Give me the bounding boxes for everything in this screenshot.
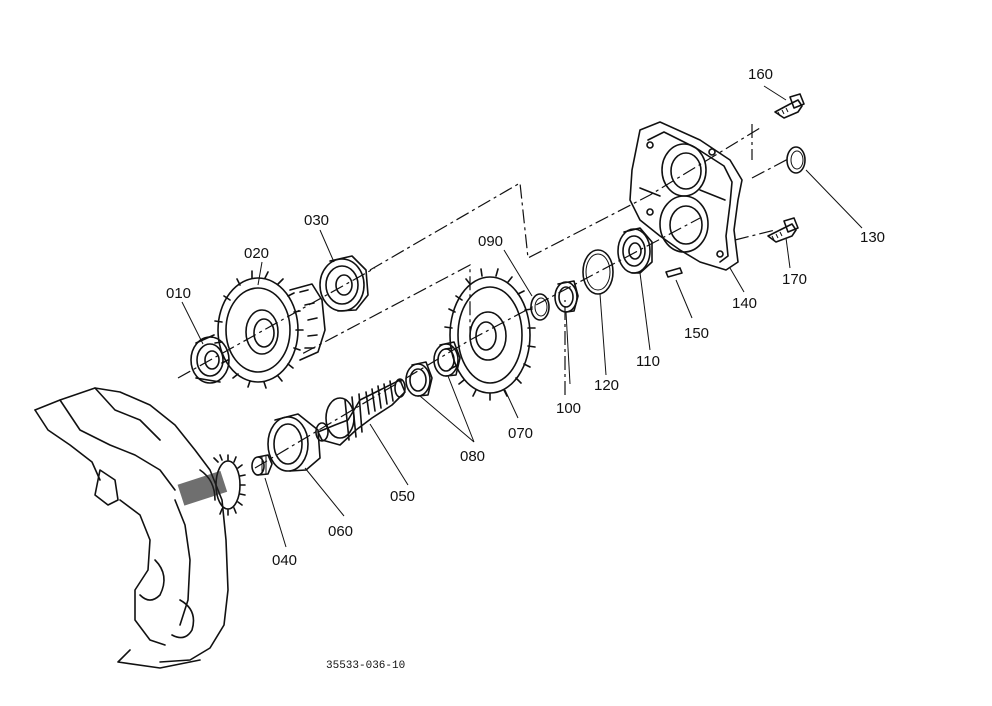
- part-040-needle-bearing: [251, 454, 273, 476]
- label-010: 010: [166, 285, 191, 302]
- label-160: 160: [748, 66, 773, 83]
- leader-lines: [181, 85, 863, 548]
- part-150-pin: [665, 267, 683, 278]
- label-070: 070: [508, 425, 533, 442]
- part-170-bolt: [767, 217, 799, 243]
- label-050: 050: [390, 488, 415, 505]
- part-010-bearing: [190, 334, 230, 384]
- part-160-bolt: [774, 93, 805, 119]
- part-120-snap-ring: [582, 249, 614, 295]
- label-080: 080: [460, 448, 485, 465]
- part-130-seal: [786, 146, 806, 174]
- part-030-bearing: [319, 255, 369, 312]
- part-140-cover: [629, 121, 743, 271]
- label-030: 030: [304, 212, 329, 229]
- label-150: 150: [684, 325, 709, 342]
- figure-caption: 35533-036-10: [326, 660, 405, 672]
- part-090-snap-ring: [530, 293, 550, 321]
- part-080-needle-bearings: [405, 341, 461, 397]
- part-070-gear: [444, 268, 536, 401]
- label-090: 090: [478, 233, 503, 250]
- part-100-collar: [554, 280, 579, 313]
- part-labels: 010 020 030 040 050 060 070 080 090 100 …: [166, 66, 885, 569]
- label-100: 100: [556, 400, 581, 417]
- assembly-centerlines: [177, 124, 791, 469]
- part-060-bearing: [267, 413, 321, 472]
- label-020: 020: [244, 245, 269, 262]
- housing-gear: [177, 454, 246, 516]
- part-020-gear: [214, 270, 326, 389]
- part-050-shaft: [315, 378, 406, 446]
- label-140: 140: [732, 295, 757, 312]
- label-120: 120: [594, 377, 619, 394]
- label-040: 040: [272, 552, 297, 569]
- transmission-housing: [34, 387, 246, 669]
- label-130: 130: [860, 229, 885, 246]
- label-170: 170: [782, 271, 807, 288]
- label-060: 060: [328, 523, 353, 540]
- part-110-bearing: [617, 227, 653, 274]
- label-110: 110: [636, 353, 660, 370]
